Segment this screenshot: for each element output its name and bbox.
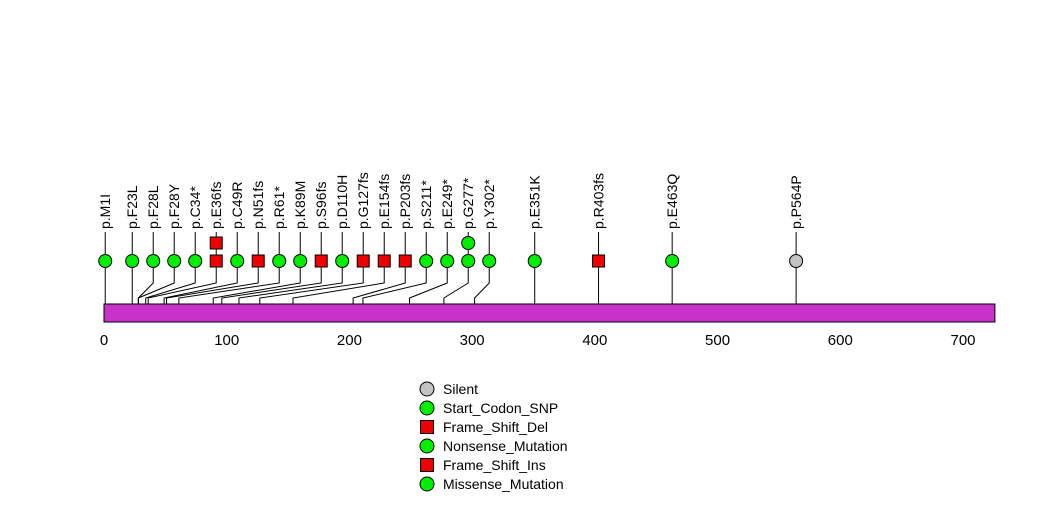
mutation-label: p.F28Y [166, 183, 182, 229]
mutation-label: p.P564P [788, 175, 804, 229]
connector-line [178, 261, 280, 306]
mutation-marker[interactable] [665, 254, 680, 268]
axis-tick-label: 700 [950, 332, 975, 349]
connector-line [292, 261, 385, 306]
connector-line [409, 261, 448, 306]
mutation-marker[interactable] [592, 254, 606, 268]
mutation-marker[interactable] [419, 254, 434, 268]
axis-tick-label: 0 [100, 332, 108, 349]
mutation-marker[interactable] [251, 254, 265, 268]
mutation-label: p.F28L [145, 185, 161, 229]
mutation-label: p.F23L [124, 185, 140, 229]
mutation-marker[interactable] [377, 254, 391, 268]
legend-label: Silent [443, 381, 478, 397]
mutation-marker[interactable] [440, 254, 455, 268]
mutation-label: p.Y302* [481, 179, 497, 229]
mutation-marker[interactable] [209, 236, 223, 250]
mutation-label: p.E154fs [376, 174, 392, 229]
connector-line [238, 261, 343, 306]
connector-line [443, 261, 469, 306]
axis-tick-label: 300 [460, 332, 485, 349]
mutation-label: p.R403fs [591, 173, 607, 229]
connector-line [362, 261, 427, 306]
axis-tick-label: 200 [337, 332, 362, 349]
connector-line [137, 261, 175, 306]
mutation-label: p.S211* [418, 180, 434, 229]
mutation-label: p.G277* [460, 177, 476, 229]
mutation-label: p.S96fs [313, 182, 329, 229]
mutation-label: p.E36fs [208, 182, 224, 229]
mutation-marker[interactable] [335, 254, 350, 268]
axis-tick-label: 100 [214, 332, 239, 349]
mutation-marker[interactable] [293, 254, 308, 268]
mutation-marker[interactable] [461, 254, 476, 268]
legend-marker [419, 476, 435, 492]
legend-label: Frame_Shift_Ins [443, 457, 546, 473]
mutation-marker[interactable] [314, 254, 328, 268]
legend-marker [419, 381, 435, 397]
mutation-marker[interactable] [209, 254, 223, 268]
connector-line [474, 261, 490, 306]
mutation-label: p.E249* [439, 179, 455, 229]
mutation-label: p.R61* [271, 186, 287, 229]
mutation-marker[interactable] [98, 254, 113, 268]
axis-tick-label: 600 [828, 332, 853, 349]
mutation-marker[interactable] [230, 254, 245, 268]
mutation-marker[interactable] [398, 254, 412, 268]
mutation-label: p.M1I [97, 194, 113, 229]
mutation-label: p.G127fs [355, 172, 371, 229]
mutation-label: p.P203fs [397, 174, 413, 229]
axis-tick-label: 400 [582, 332, 607, 349]
legend-marker [420, 458, 434, 472]
connector-line [221, 261, 322, 306]
mutation-label: p.C49R [229, 182, 245, 229]
connector-line [147, 261, 217, 306]
mutation-marker[interactable] [188, 254, 203, 268]
mutation-marker[interactable] [167, 254, 182, 268]
mutation-label: p.N51fs [250, 181, 266, 229]
legend-label: Missense_Mutation [443, 476, 564, 492]
mutation-marker[interactable] [527, 254, 542, 268]
mutation-marker[interactable] [461, 236, 476, 250]
connector-line [259, 261, 364, 306]
legend-label: Nonsense_Mutation [443, 438, 568, 454]
mutation-label: p.C34* [187, 186, 203, 229]
mutation-marker[interactable] [272, 254, 287, 268]
mutation-marker[interactable] [482, 254, 497, 268]
mutation-label: p.D110H [334, 175, 350, 229]
protein-bar [103, 303, 996, 323]
axis-tick-label: 500 [705, 332, 730, 349]
connector-line [163, 261, 238, 306]
connector-line [166, 261, 259, 306]
mutation-label: p.E463Q [664, 174, 680, 229]
mutation-marker[interactable] [789, 254, 804, 268]
legend-marker [420, 420, 434, 434]
connector-line [352, 261, 406, 306]
connector-line [145, 261, 196, 306]
legend-marker [419, 438, 435, 454]
mutation-marker[interactable] [356, 254, 370, 268]
mutation-label: p.E351K [527, 175, 543, 229]
legend-label: Start_Codon_SNP [443, 400, 558, 416]
legend-label: Frame_Shift_Del [443, 419, 548, 435]
connector-line [212, 261, 301, 306]
mutation-marker[interactable] [146, 254, 161, 268]
legend-marker [419, 400, 435, 416]
mutation-label: p.K89M [292, 181, 308, 229]
mutation-marker[interactable] [125, 254, 140, 268]
